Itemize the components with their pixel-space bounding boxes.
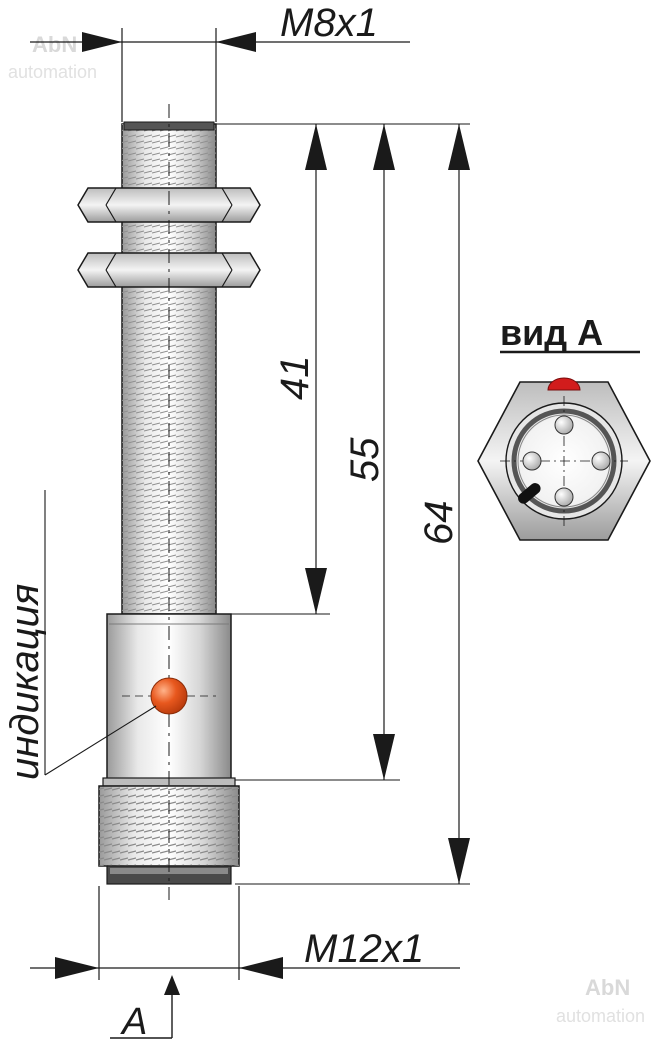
pin-1 (554, 415, 574, 435)
pin-2 (522, 451, 542, 471)
label-thread-bottom: M12x1 (304, 927, 424, 971)
label-55: 55 (343, 437, 387, 482)
view-a-led (547, 377, 581, 391)
label-41: 41 (273, 356, 317, 401)
dim-41 (305, 124, 327, 614)
view-arrow (110, 975, 180, 1039)
watermark-sub-2: automation (556, 1006, 645, 1026)
label-view-a: вид А (500, 312, 603, 353)
view-a: вид А (477, 312, 651, 541)
watermark-brand: AbN (32, 32, 77, 57)
label-indication: индикация (3, 584, 47, 780)
watermark-top: AbN automation (8, 32, 97, 82)
led-indicator (150, 677, 188, 715)
key-notch (518, 483, 541, 504)
watermark-brand-2: AbN (585, 975, 630, 1000)
label-thread-top: M8x1 (280, 1, 378, 45)
label-view-arrow: А (120, 1001, 147, 1043)
watermark-bottom: AbN automation (556, 975, 645, 1026)
dim-64 (448, 124, 470, 884)
pin-4 (554, 487, 574, 507)
label-64: 64 (417, 501, 461, 546)
dim-55 (373, 124, 395, 780)
indication-leader (44, 490, 157, 776)
dim-thread-bottom (30, 886, 460, 980)
sensor-body (77, 104, 261, 900)
extension-lines (216, 123, 470, 885)
watermark-sub: automation (8, 62, 97, 82)
pin-3 (591, 451, 611, 471)
dim-thread-top (30, 28, 410, 122)
